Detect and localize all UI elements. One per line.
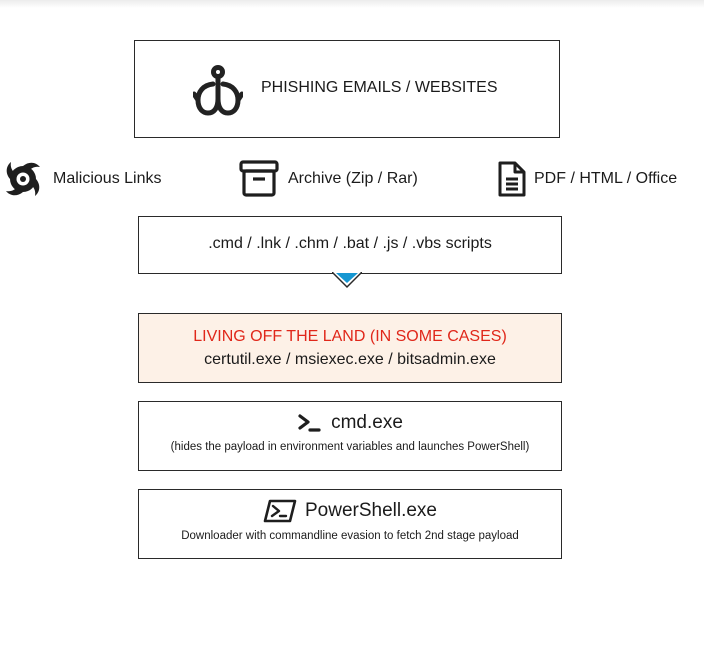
spiral-vortex-icon — [2, 158, 44, 200]
cmd-subtitle: (hides the payload in environment variab… — [170, 441, 530, 453]
document-icon — [497, 160, 527, 198]
cmd-title-row: cmd.exe — [139, 412, 561, 434]
ps-title-row: PowerShell.exe — [139, 499, 561, 523]
vector-label: Malicious Links — [53, 170, 162, 187]
cmd-title: cmd.exe — [331, 412, 403, 433]
fishing-hook-icon — [193, 65, 243, 117]
scripts-label: .cmd / .lnk / .chm / .bat / .js / .vbs s… — [208, 235, 492, 252]
lotl-subtitle: certutil.exe / msiexec.exe / bitsadmin.e… — [204, 351, 496, 368]
phishing-label: PHISHING EMAILS / WEBSITES — [261, 79, 498, 96]
vector-archive: Archive (Zip / Rar) — [239, 160, 439, 198]
vector-documents: PDF / HTML / Office — [497, 160, 702, 198]
cmd-box: cmd.exe (hides the payload in environmen… — [138, 401, 562, 471]
ps-subtitle: Downloader with commandline evasion to f… — [181, 530, 519, 542]
lotl-box: LIVING OFF THE LAND (IN SOME CASES) cert… — [138, 313, 562, 383]
powershell-box: PowerShell.exe Downloader with commandli… — [138, 489, 562, 559]
ps-title: PowerShell.exe — [304, 500, 438, 521]
terminal-prompt-icon — [297, 413, 321, 433]
scripts-box: .cmd / .lnk / .chm / .bat / .js / .vbs s… — [138, 216, 562, 274]
top-shade — [0, 0, 704, 8]
vector-label: Archive (Zip / Rar) — [288, 170, 418, 187]
phishing-box: PHISHING EMAILS / WEBSITES — [134, 40, 560, 138]
flow-arrow — [332, 272, 362, 289]
lotl-title: LIVING OFF THE LAND (IN SOME CASES) — [193, 328, 507, 345]
vector-malicious-links: Malicious Links — [2, 158, 202, 200]
powershell-icon — [263, 499, 297, 523]
vector-label: PDF / HTML / Office — [534, 170, 678, 187]
archive-box-icon — [239, 160, 279, 198]
